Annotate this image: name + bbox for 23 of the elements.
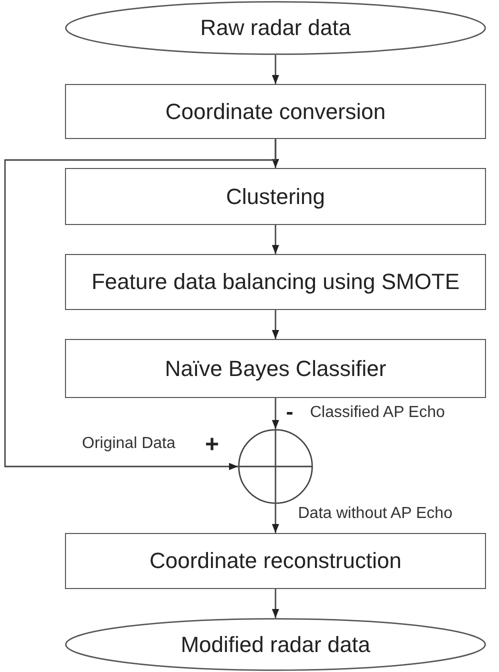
node-text: Modified radar data [180, 630, 370, 658]
summing-junction [238, 429, 313, 504]
sign-label: + [205, 433, 220, 457]
arrow [272, 225, 280, 254]
arrow [272, 55, 280, 84]
node-text: Naïve Bayes Classifier [164, 354, 386, 382]
process-box [65, 339, 486, 398]
sign-label: - [286, 401, 294, 423]
node-text: Clustering [226, 182, 326, 210]
process-box [65, 254, 486, 310]
process-box [65, 168, 486, 225]
arrow [272, 504, 280, 533]
arrow [272, 310, 280, 339]
process-box [65, 84, 486, 139]
node-text: Coordinate reconstruction [150, 547, 402, 575]
node-text: Coordinate conversion [165, 98, 386, 126]
terminal-ellipse [65, 1, 486, 55]
process-box [65, 533, 486, 589]
node-text: Feature data balancing using SMOTE [91, 268, 460, 296]
node-text: Raw radar data [200, 14, 351, 42]
terminal-ellipse [65, 618, 486, 671]
arrow [272, 589, 280, 618]
arrow [272, 398, 280, 429]
